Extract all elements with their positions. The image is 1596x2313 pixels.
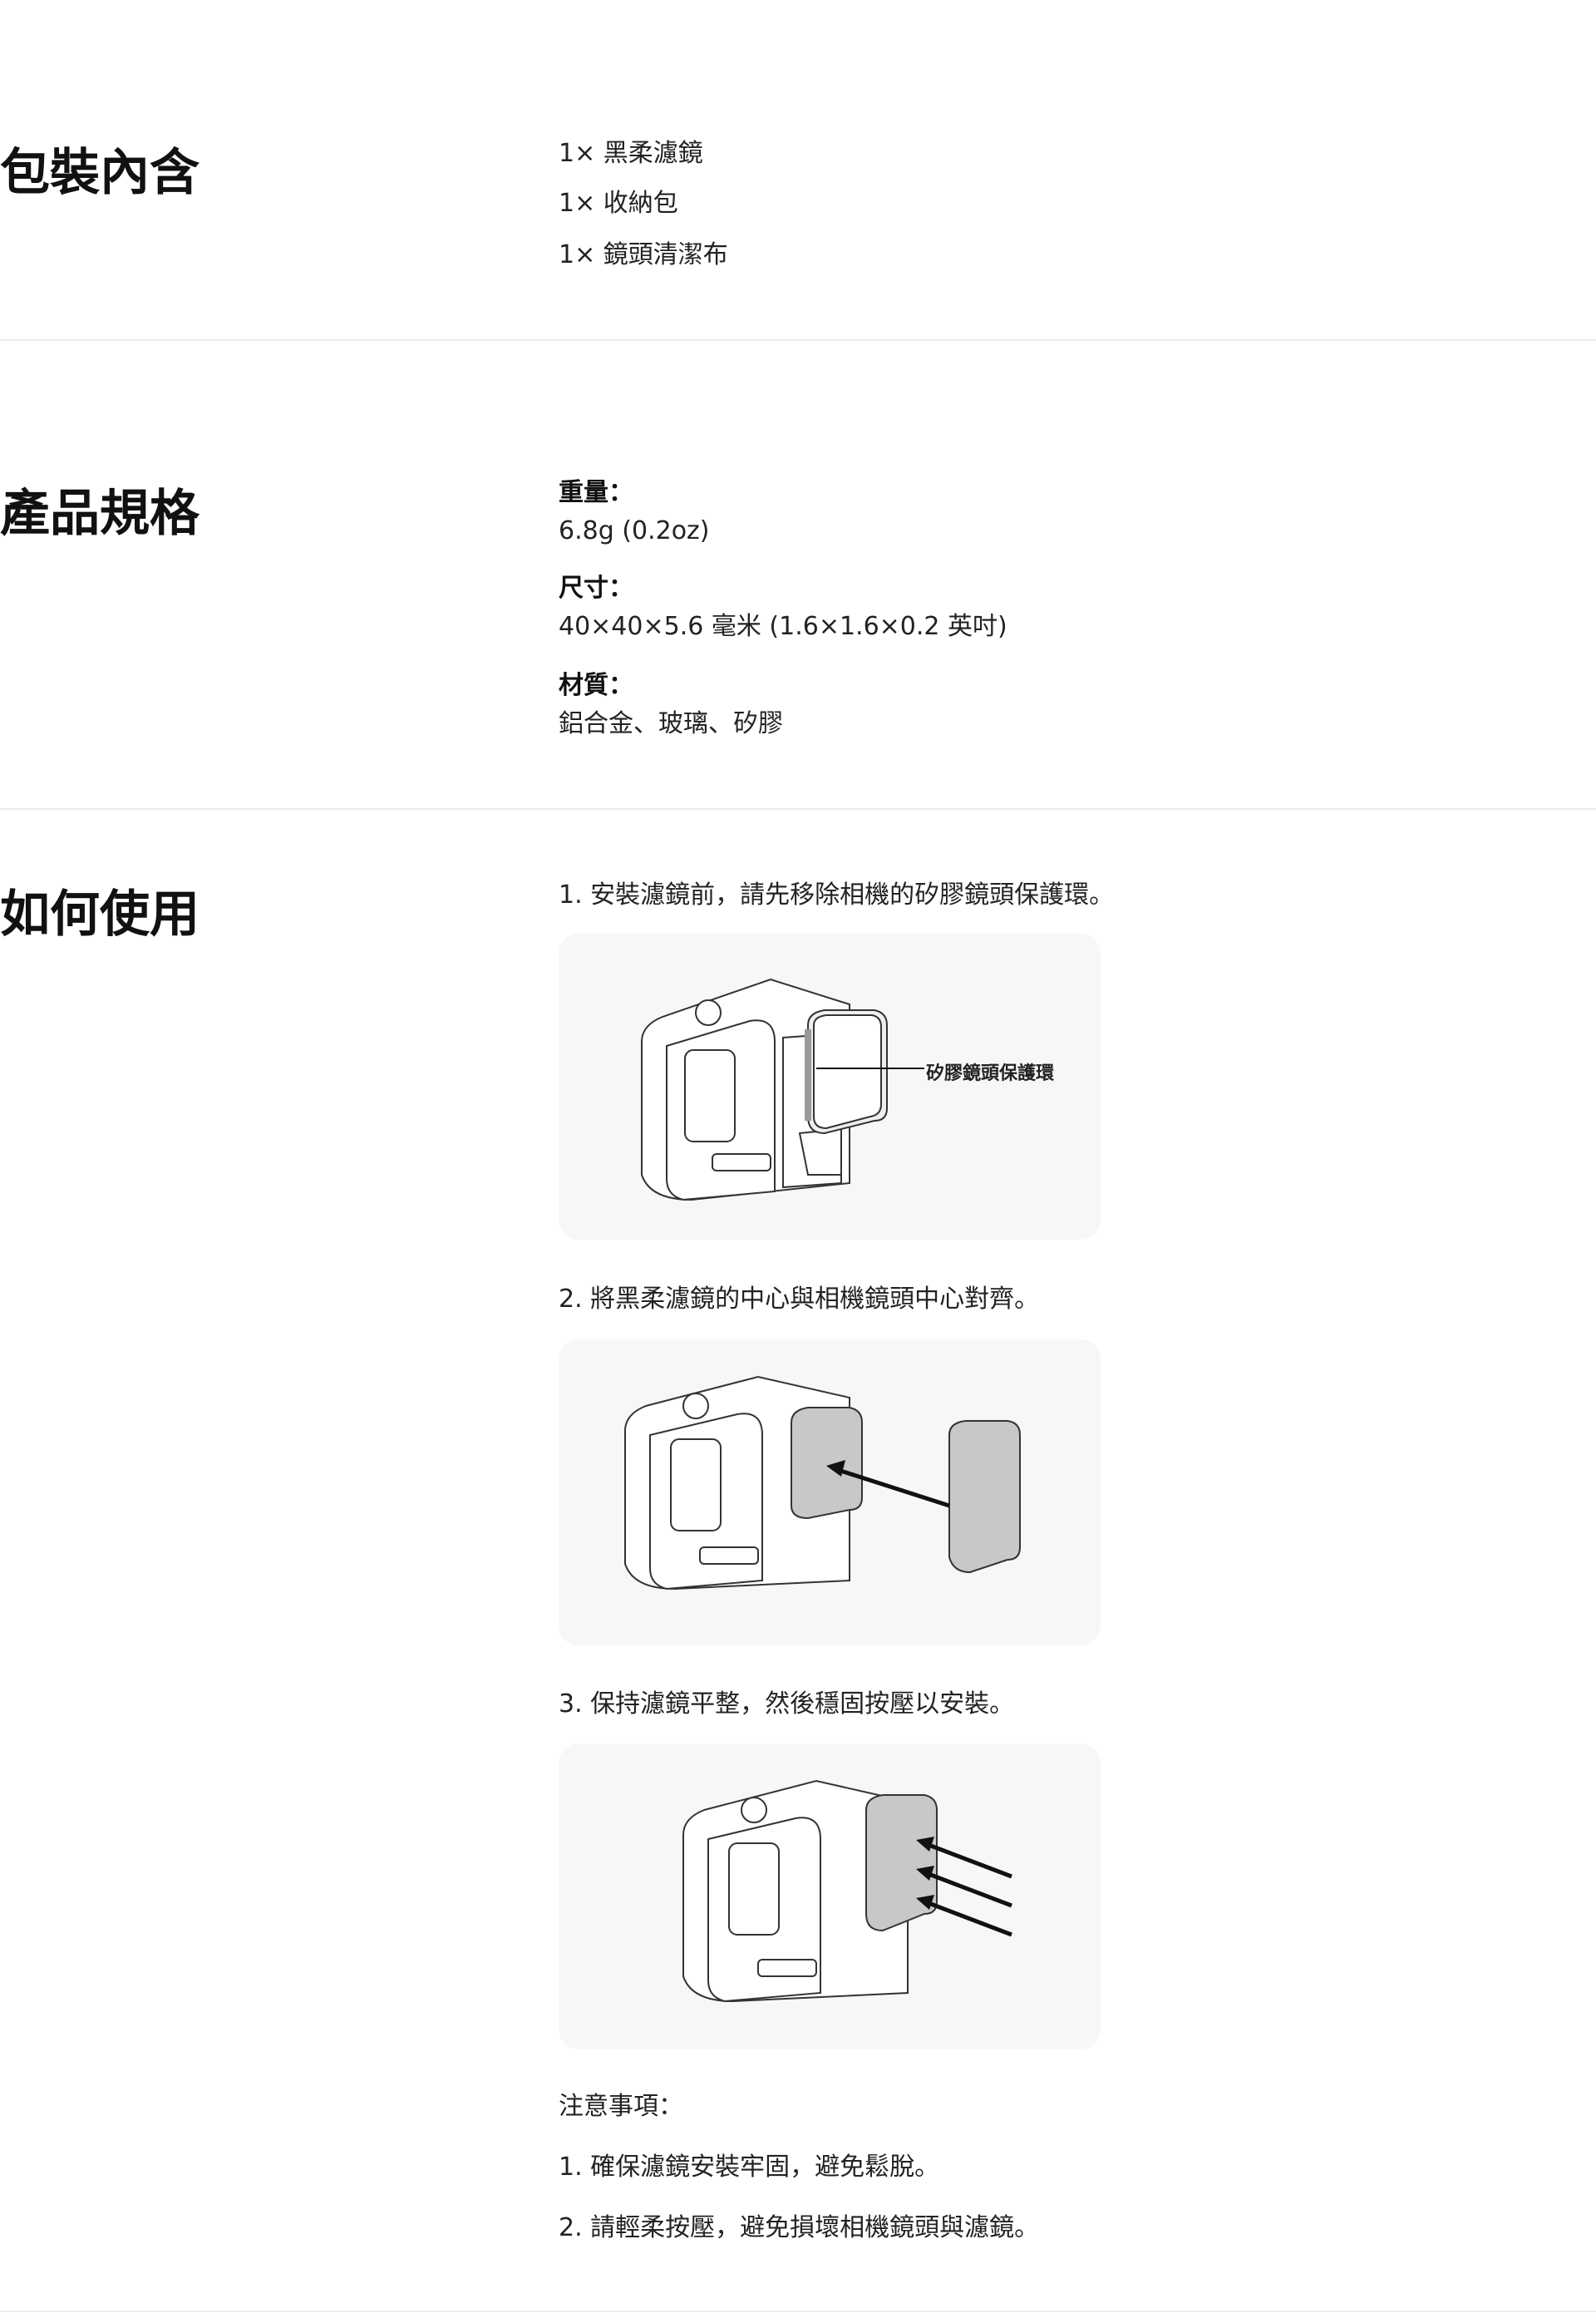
divider: [0, 339, 1596, 341]
package-item: 1× 鏡頭清潔布: [559, 240, 728, 269]
step-2: 2. 將黑柔濾鏡的中心與相機鏡頭中心對齊。: [559, 1285, 1040, 1314]
figure-press-filter: [559, 1743, 1101, 2049]
size-label: 尺寸：: [559, 574, 633, 603]
material-value: 鋁合金、玻璃、矽膠: [559, 709, 783, 738]
package-item: 1× 黑柔濾鏡: [559, 139, 703, 168]
notes-title: 注意事項：: [559, 2092, 683, 2121]
arrow: [832, 1466, 950, 1508]
note-item: 2. 請輕柔按壓，避免損壞相機鏡頭與濾鏡。: [559, 2213, 1040, 2242]
note-item: 1. 確保濾鏡安裝牢固，避免鬆脫。: [559, 2153, 940, 2182]
package-title: 包裝內含: [0, 144, 200, 202]
material-label: 材質：: [559, 671, 633, 700]
arrow-head-icon: [826, 1460, 845, 1477]
step-1: 1. 安裝濾鏡前，請先移除相機的矽膠鏡頭保護環。: [559, 880, 1115, 910]
usage-title: 如何使用: [0, 885, 200, 944]
figure-align-filter: [559, 1339, 1101, 1645]
size-value: 40×40×5.6 毫米 (1.6×1.6×0.2 英吋): [559, 612, 1007, 641]
camera-illustration: [682, 1779, 1012, 2003]
specs-title: 產品規格: [0, 485, 200, 543]
figure-callout: 矽膠鏡頭保護環: [926, 1063, 1055, 1084]
camera-illustration: [624, 1375, 1021, 1590]
step-3: 3. 保持濾鏡平整，然後穩固按壓以安裝。: [559, 1689, 1015, 1719]
camera-illustration: [641, 978, 924, 1201]
press-arrows: [924, 1841, 1012, 1937]
weight-label: 重量：: [559, 478, 633, 507]
divider: [0, 808, 1596, 810]
weight-value: 6.8g (0.2oz): [559, 516, 710, 545]
figure-remove-ring: 矽膠鏡頭保護環: [559, 934, 1101, 1240]
divider: [0, 2311, 1596, 2312]
package-item: 1× 收納包: [559, 189, 678, 218]
